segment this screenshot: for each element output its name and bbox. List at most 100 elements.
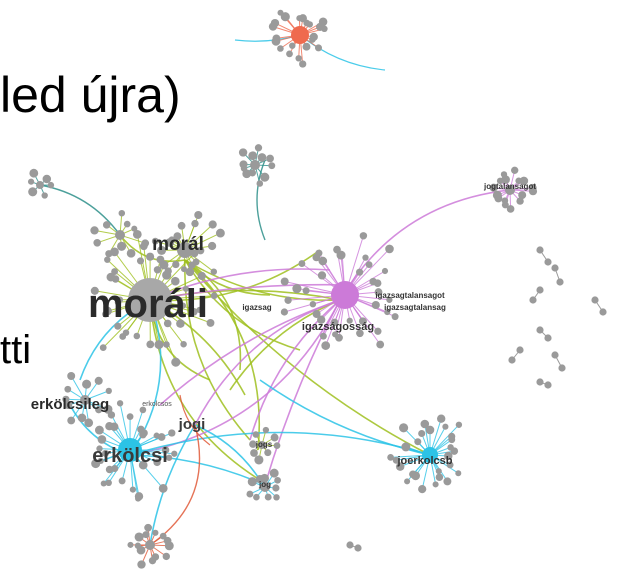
label-jogtalansagot: jogtalansagot [483,182,536,191]
joerkolcsb-cluster-leaf-node [448,436,456,444]
moral-cluster-leaf-node [177,221,186,230]
igazsag-cluster-leaf-node [391,313,399,321]
isolated-node [551,264,559,272]
igazsag-cluster-leaf-node [317,271,327,280]
igazsag-cluster-leaf-node [386,296,393,303]
morali-cluster-leaf-node [171,276,180,286]
erkolcsi-cluster-leaf-node [171,450,178,457]
erkolcsi-cluster-leaf-node [105,479,112,487]
igazsag-cluster-leaf-node [371,300,380,310]
top-cluster-leaf-node [295,55,302,62]
igazsag-cluster-leaf-node [362,254,369,261]
jogtalansagot-cluster-leaf-node [519,176,529,186]
erkolcsi-cluster-leaf-node [101,449,110,457]
erkolcsi-cluster-leaf-node [129,486,137,493]
joerkolcsb-cluster-leaf-node [392,456,400,464]
morali-cluster-leaf-node [156,255,165,264]
jog-cluster-leaf-node [260,473,270,483]
morali-cluster-leaf-node [114,322,122,330]
bottom-cluster-leaf-node [142,531,150,539]
isolated-node [508,356,516,364]
label-jogs: jogs [255,440,273,449]
joerkolcsb-cluster-leaf-node [435,473,444,481]
jogtalansagot-cluster-leaf-node [511,166,519,174]
jogs-cluster-leaf-node [273,442,281,449]
morali-cluster-leaf-node [180,340,187,348]
top-cluster-leaf-node [270,18,280,28]
morali-cluster-leaf-node [146,252,155,261]
moral-cluster-leaf-node [157,245,167,255]
joerkolcsb-cluster-leaf-node [450,447,459,455]
bottom-cluster-hub-node [145,540,155,550]
bottom-cluster-leaf-node [152,529,159,536]
morali-cluster-leaf-node [111,268,119,276]
red-edge [179,394,211,446]
moral-cluster-leaf-node [164,267,172,275]
moral-cluster-leaf-node [215,228,225,238]
igazsag-cluster-leaf-node [298,260,306,268]
left-small-cluster-leaf-node [27,178,35,185]
purple-edge [159,299,341,406]
isolated-node [591,296,599,304]
top-small-cluster-leaf-node [256,180,264,187]
erkolcsileg-cluster-leaf-node [64,385,72,393]
erkolcsi-cluster-leaf-node [97,435,107,444]
top-cluster-leaf-node [309,36,316,43]
erkolcsi-cluster-hub-node [118,438,142,462]
top-small-cluster-leaf-node [260,172,270,182]
igazsag-cluster-leaf-node [280,277,289,286]
erkolcsi-cluster-leaf-node [161,446,170,454]
igazsag-cluster-leaf-node [365,261,373,268]
top-cluster-leaf-node [286,50,293,58]
bottom-cluster-leaf-node [144,523,152,532]
erkolcsileg-cluster-leaf-node [82,379,92,389]
igazsag-cluster-leaf-node [319,332,327,340]
jogs-cluster-leaf-node [264,449,272,457]
olive-edge [184,259,251,441]
morali-cluster-leaf-node [122,329,130,336]
morali-cluster-leaf-node [206,318,215,327]
igazsag-cluster-hub-node [331,281,359,309]
igazsag-cluster-leaf-node [359,232,368,240]
moral-cluster-leaf-node [151,237,159,245]
teal-edge [256,159,266,241]
erkolcsi-cluster-leaf-node [153,458,161,467]
jogtalansagot-cluster-leaf-node [506,205,515,213]
bottom-cluster-leaf-node [163,536,172,545]
isolated-node [536,246,544,254]
morali-cluster-leaf-node [154,340,164,350]
erkolcsileg-cluster-leaf-node [67,372,76,380]
erkolcsileg-cluster-leaf-node [103,404,113,414]
moral-sub-cluster-leaf-node [131,225,138,232]
label-igazsagtalansagot: igazsagtalansagot [375,291,445,300]
moral-sub-cluster-hub-node [115,230,125,240]
erkolcsi-cluster-leaf-node [168,429,176,437]
joerkolcsb-cluster-leaf-node [444,451,453,461]
moral-sub-cluster-leaf-node [117,241,127,251]
isolated-node [599,308,607,316]
erkolcsi-cluster-leaf-node [139,430,147,439]
purple-edge [249,299,341,441]
top-small-cluster-leaf-node [238,148,248,157]
olive-edge [149,299,261,481]
morali-cluster-leaf-node [171,357,181,367]
morali-cluster-leaf-node [190,307,198,316]
erkolcsi-cluster-leaf-node [94,425,104,435]
joerkolcsb-cluster-leaf-node [399,423,409,433]
joerkolcsb-cluster-leaf-node [443,477,452,486]
morali-cluster-leaf-node [146,340,155,349]
joerkolcsb-cluster-leaf-node [420,419,430,429]
erkolcsileg-cluster-leaf-node [67,416,76,425]
erkolcsi-cluster-leaf-node [158,484,168,493]
joerkolcsb-cluster-leaf-node [409,470,417,479]
moral-sub-cluster-leaf-node [93,238,102,247]
morali-cluster-leaf-node [99,344,107,351]
isolated-node [544,381,552,389]
bottom-cluster-leaf-node [148,557,157,565]
erkolcsileg-cluster-leaf-node [64,400,73,410]
jog-cluster-leaf-node [269,468,279,478]
joerkolcsb-cluster-leaf-node [455,421,463,428]
bottom-cluster-leaf-node [134,532,144,542]
isolated-node [544,334,552,342]
